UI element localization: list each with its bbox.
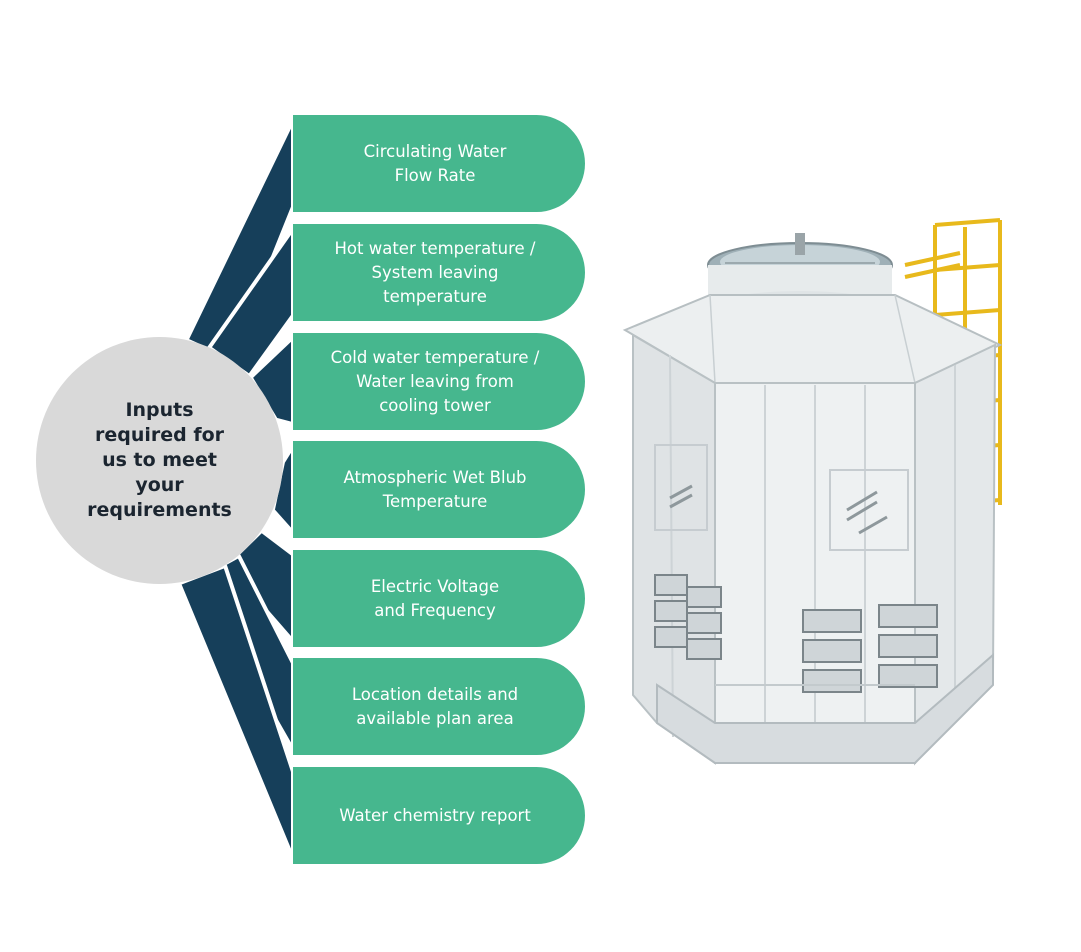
center-circle: Inputs required for us to meet your requ… [36,337,283,584]
center-label: Inputs required for us to meet your requ… [87,399,232,521]
input-item-cold-water-temperature: Cold water temperature / Water leaving f… [293,333,585,430]
input-item-label: Electric Voltage and Frequency [370,576,500,620]
input-item-label: Cold water temperature / Water leaving f… [330,347,540,415]
input-item-label: Circulating Water Flow Rate [363,141,507,185]
input-item-label: Atmospheric Wet Blub Temperature [343,467,527,511]
air-inlet-louvres [654,574,938,693]
input-item-water-chemistry: Water chemistry report [293,767,585,864]
input-item-label: Water chemistry report [339,805,531,825]
input-item-label: Hot water temperature / System leaving t… [334,238,536,306]
cooling-tower-illustration [622,218,1003,766]
tower-basin [656,652,994,764]
input-item-location-plan-area: Location details and available plan area [293,658,585,755]
input-item-wet-bulb-temperature: Atmospheric Wet Blub Temperature [293,441,585,538]
input-item-flow-rate: Circulating Water Flow Rate [293,115,585,212]
input-item-hot-water-temperature: Hot water temperature / System leaving t… [293,224,585,321]
input-item-label: Location details and available plan area [351,684,519,728]
input-item-voltage-frequency: Electric Voltage and Frequency [293,550,585,647]
